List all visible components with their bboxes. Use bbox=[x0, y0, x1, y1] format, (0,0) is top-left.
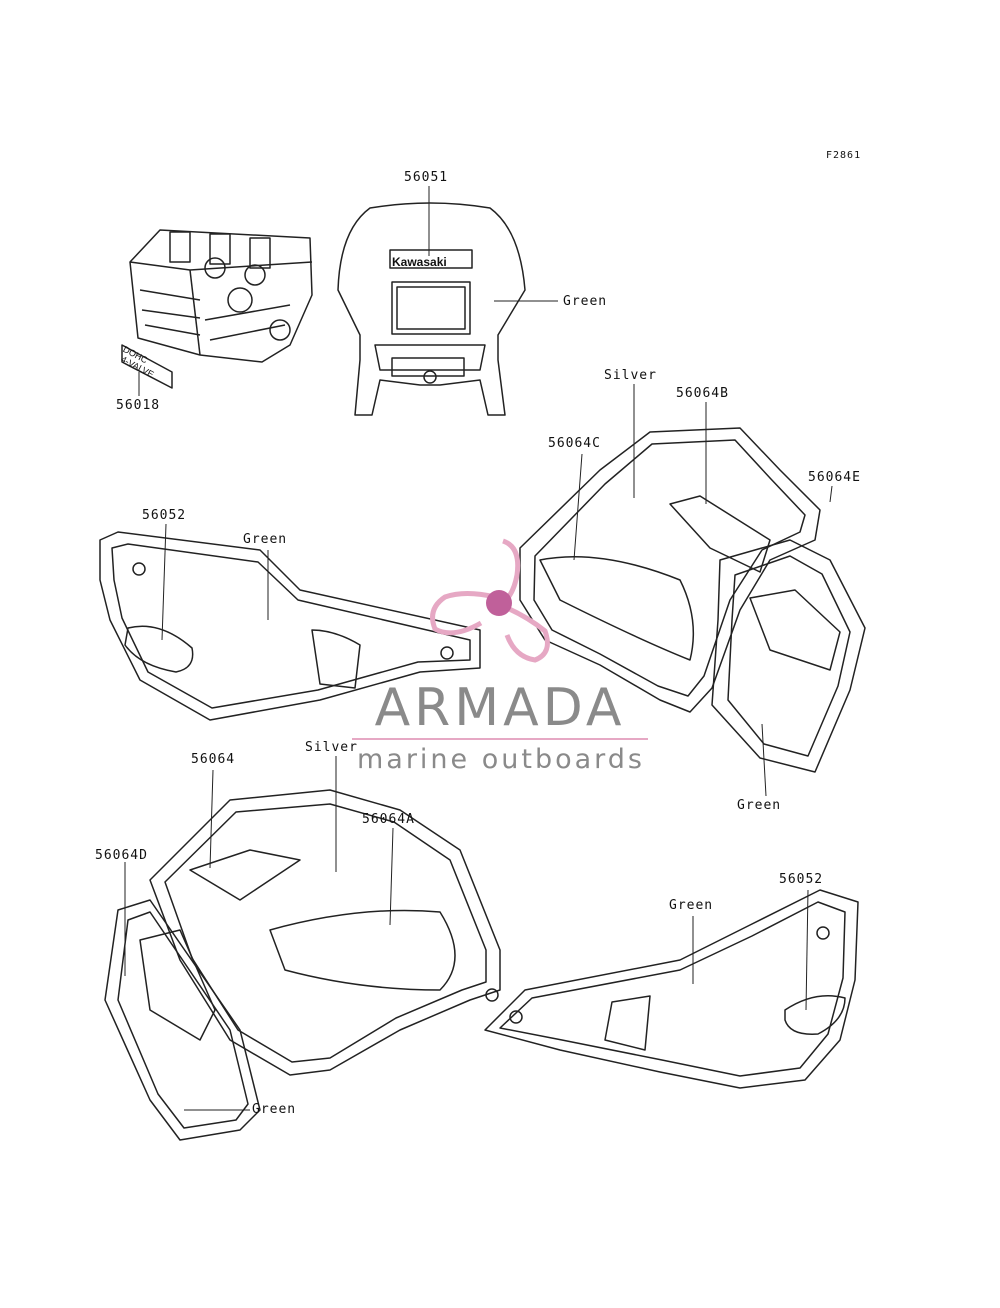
watermark-tagline: marine outboards bbox=[356, 744, 645, 775]
color-label-green-left-panel: Green bbox=[252, 1102, 297, 1117]
front-fairing bbox=[337, 202, 526, 416]
color-label-green-fairing: Green bbox=[563, 294, 608, 309]
watermark-rule bbox=[352, 738, 648, 740]
callout-56052-top: 56052 bbox=[142, 508, 187, 523]
leader-lines bbox=[124, 186, 833, 1111]
callout-56064: 56064 bbox=[191, 752, 236, 767]
panel-left bbox=[104, 899, 261, 1141]
cylinder-head bbox=[129, 229, 313, 363]
color-label-green-right-panel: Green bbox=[737, 798, 782, 813]
callout-56064A: 56064A bbox=[362, 812, 415, 827]
dohc-decal-shape bbox=[121, 344, 173, 389]
tank-cover-left bbox=[149, 789, 501, 1076]
callout-56064D: 56064D bbox=[95, 848, 148, 863]
kawasaki-decal: Kawasaki bbox=[392, 255, 447, 269]
callout-56051: 56051 bbox=[404, 170, 449, 185]
side-cover-right bbox=[484, 889, 859, 1089]
color-label-silver-bottom: Silver bbox=[305, 740, 358, 755]
armada-propeller-icon bbox=[430, 538, 550, 663]
figure-code: F2861 bbox=[826, 150, 862, 161]
panel-right bbox=[711, 539, 866, 773]
callout-56064B: 56064B bbox=[676, 386, 729, 401]
callout-56064E: 56064E bbox=[808, 470, 861, 485]
tank-cover-right bbox=[519, 427, 821, 713]
callout-56018: 56018 bbox=[116, 398, 161, 413]
color-label-green-side-top: Green bbox=[243, 532, 288, 547]
color-label-silver-top: Silver bbox=[604, 368, 657, 383]
color-label-green-side-bottom: Green bbox=[669, 898, 714, 913]
callout-56052-bottom: 56052 bbox=[779, 872, 824, 887]
callout-56064C: 56064C bbox=[548, 436, 601, 451]
side-cover-left bbox=[99, 531, 481, 721]
watermark-brand: ARMADA bbox=[374, 678, 626, 738]
